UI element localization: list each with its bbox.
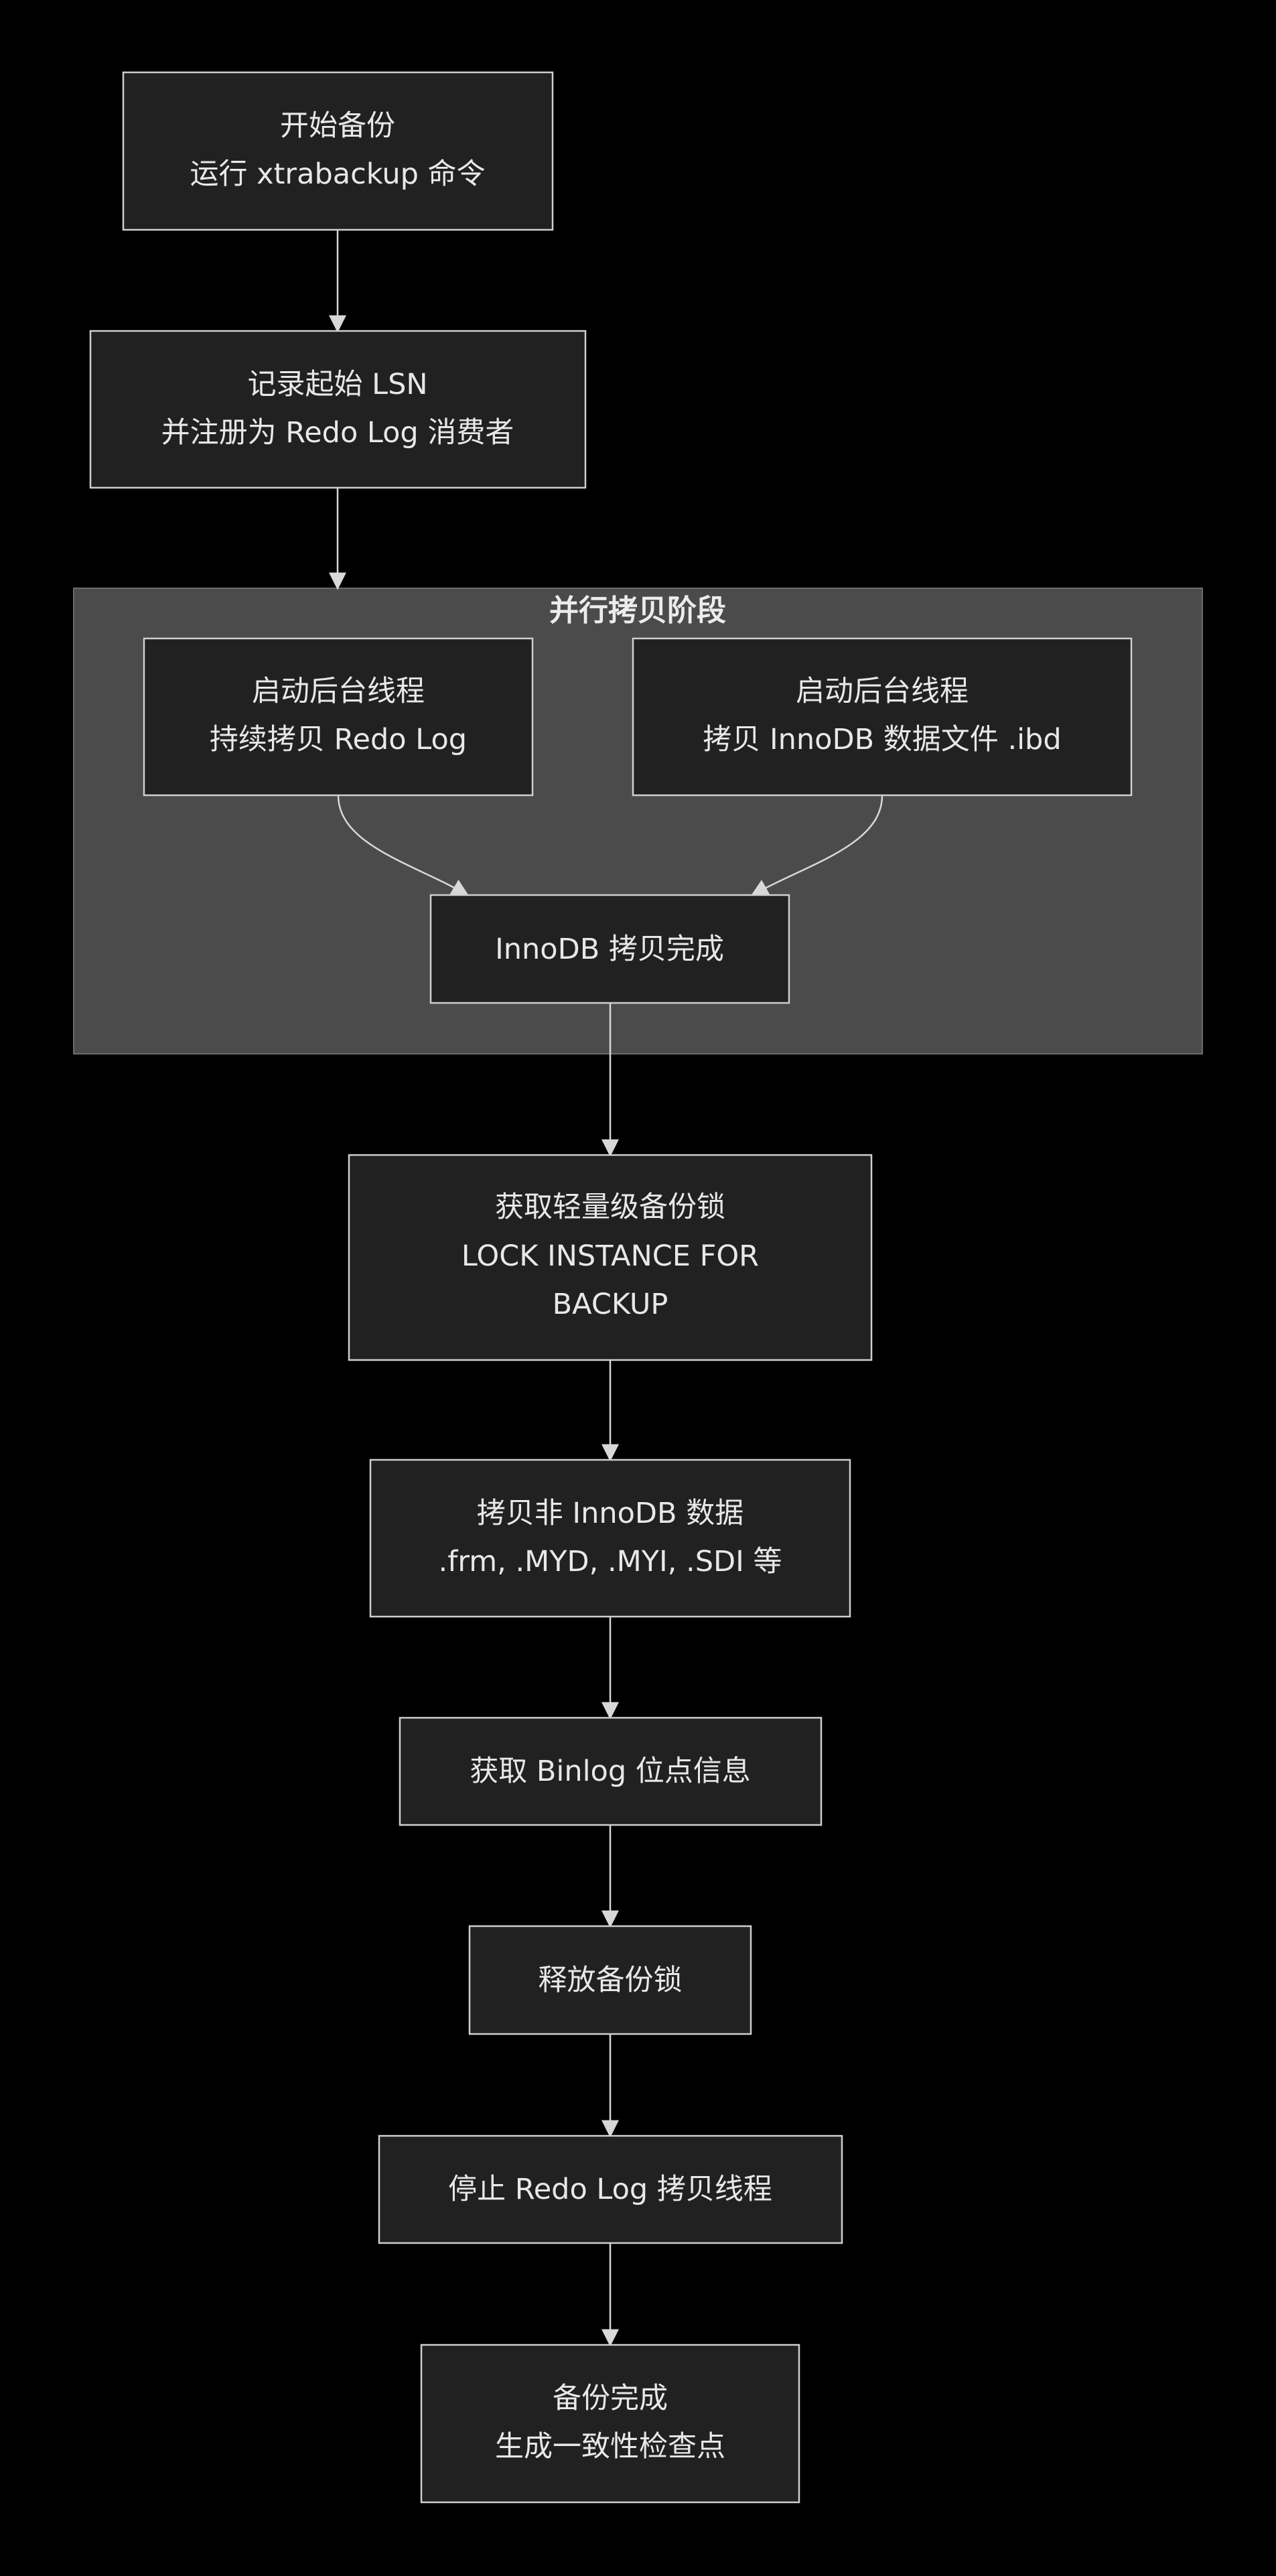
node-record-lsn[interactable]: 记录起始 LSN 并注册为 Redo Log 消费者 [89,330,587,489]
node-release-lock-line-1: 释放备份锁 [539,1964,683,1997]
node-backup-lock-line-2: LOCK INSTANCE FOR [462,1239,759,1273]
node-backup-lock-line-1: 获取轻量级备份锁 [495,1191,725,1224]
edge-redo-thread-to-innodb-done [337,795,470,896]
node-copy-non-innodb-line-2: .frm, .MYD, .MYI, .SDI 等 [439,1545,782,1578]
node-start-line-1: 开始备份 [280,109,395,143]
node-binlog-position-line-1: 获取 Binlog 位点信息 [470,1755,751,1788]
node-start[interactable]: 开始备份 运行 xtrabackup 命令 [122,71,554,231]
node-redo-thread[interactable]: 启动后台线程 持续拷贝 Redo Log [143,637,534,797]
node-innodb-done-line-1: InnoDB 拷贝完成 [495,933,724,966]
node-start-line-2: 运行 xtrabackup 命令 [190,157,485,191]
node-stop-redo[interactable]: 停止 Redo Log 拷贝线程 [378,2134,843,2244]
node-ibd-thread-line-2: 拷贝 InnoDB 数据文件 .ibd [703,723,1061,756]
node-redo-thread-line-2: 持续拷贝 Redo Log [210,723,467,756]
node-stop-redo-line-1: 停止 Redo Log 拷贝线程 [448,2173,772,2206]
edges [329,230,883,2347]
node-ibd-thread[interactable]: 启动后台线程 拷贝 InnoDB 数据文件 .ibd [632,637,1133,797]
node-backup-lock[interactable]: 获取轻量级备份锁 LOCK INSTANCE FOR BACKUP [348,1154,873,1361]
node-innodb-done[interactable]: InnoDB 拷贝完成 [429,894,790,1004]
node-copy-non-innodb-line-1: 拷贝非 InnoDB 数据 [477,1497,743,1530]
node-backup-done-line-2: 生成一致性检查点 [495,2430,725,2463]
node-record-lsn-line-2: 并注册为 Redo Log 消费者 [161,416,514,450]
node-redo-thread-line-1: 启动后台线程 [252,675,425,708]
node-backup-lock-line-3: BACKUP [553,1288,668,1321]
node-ibd-thread-line-1: 启动后台线程 [796,675,969,708]
node-backup-done[interactable]: 备份完成 生成一致性检查点 [420,2344,800,2504]
node-copy-non-innodb[interactable]: 拷贝非 InnoDB 数据 .frm, .MYD, .MYI, .SDI 等 [369,1459,851,1618]
subgraph-title: 并行拷贝阶段 [549,594,726,628]
node-record-lsn-line-1: 记录起始 LSN [247,368,427,401]
node-backup-done-line-1: 备份完成 [553,2382,668,2415]
node-release-lock[interactable]: 释放备份锁 [468,1925,752,2035]
node-binlog-position[interactable]: 获取 Binlog 位点信息 [399,1716,823,1826]
edge-ibd-thread-to-innodb-done [750,795,883,896]
